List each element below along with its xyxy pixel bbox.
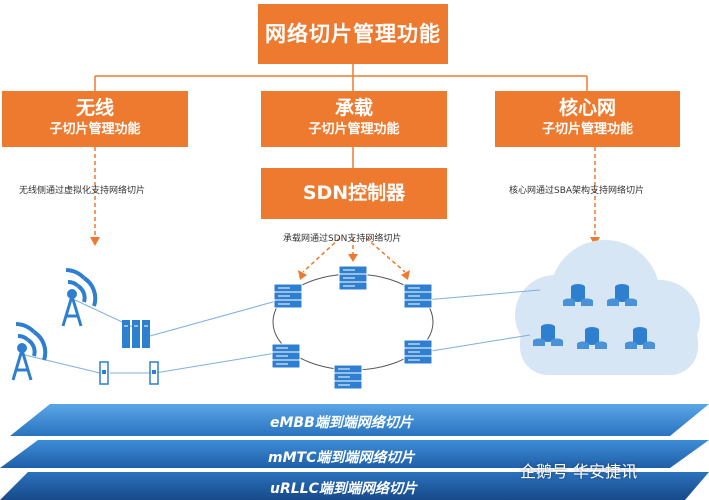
base-station-towers [11, 268, 98, 382]
wireless-label: 无线 [75, 97, 114, 119]
embb-slice-label: eMBB端到端网络切片 [270, 415, 413, 431]
wireless-subslice-box: 无线 子切片管理功能 [2, 91, 188, 147]
core-label: 核心网 [558, 97, 616, 119]
wireless-note: 无线侧通过虚拟化支持网络切片 [19, 186, 146, 196]
dashed-arrows [94, 147, 596, 273]
core-sub-label: 子切片管理功能 [541, 122, 633, 137]
core-cloud [515, 240, 700, 375]
band-urllc [0, 472, 709, 500]
arrow-heads [90, 237, 600, 280]
tree-connectors [94, 64, 588, 168]
core-note: 核心网通过SBA架构支持网络切片 [509, 186, 645, 196]
transport-label: 承载 [334, 97, 373, 119]
network-links [24, 289, 541, 374]
transport-sub-label: 子切片管理功能 [308, 122, 400, 137]
wireless-sub-label: 子切片管理功能 [49, 122, 141, 137]
mmtc-slice-label: mMTC端到端网络切片 [268, 450, 415, 466]
bbu-rack [122, 320, 150, 348]
urllc-slice-label: uRLLC端到端网络切片 [270, 481, 417, 497]
slice-management-title: 网络切片管理功能 [258, 4, 448, 64]
transport-subslice-box: 承载 子切片管理功能 [261, 91, 447, 147]
access-devices [99, 361, 159, 385]
sdn-controller-box: SDN控制器 [261, 168, 447, 219]
core-subslice-box: 核心网 子切片管理功能 [495, 91, 680, 147]
band-embb [10, 404, 709, 436]
transport-routers [271, 265, 433, 390]
watermark: 企鹅号 华安捷讯 [520, 462, 638, 481]
band-mmtc [0, 440, 709, 468]
transport-note: 承载网通过SDN支持网络切片 [283, 234, 402, 244]
